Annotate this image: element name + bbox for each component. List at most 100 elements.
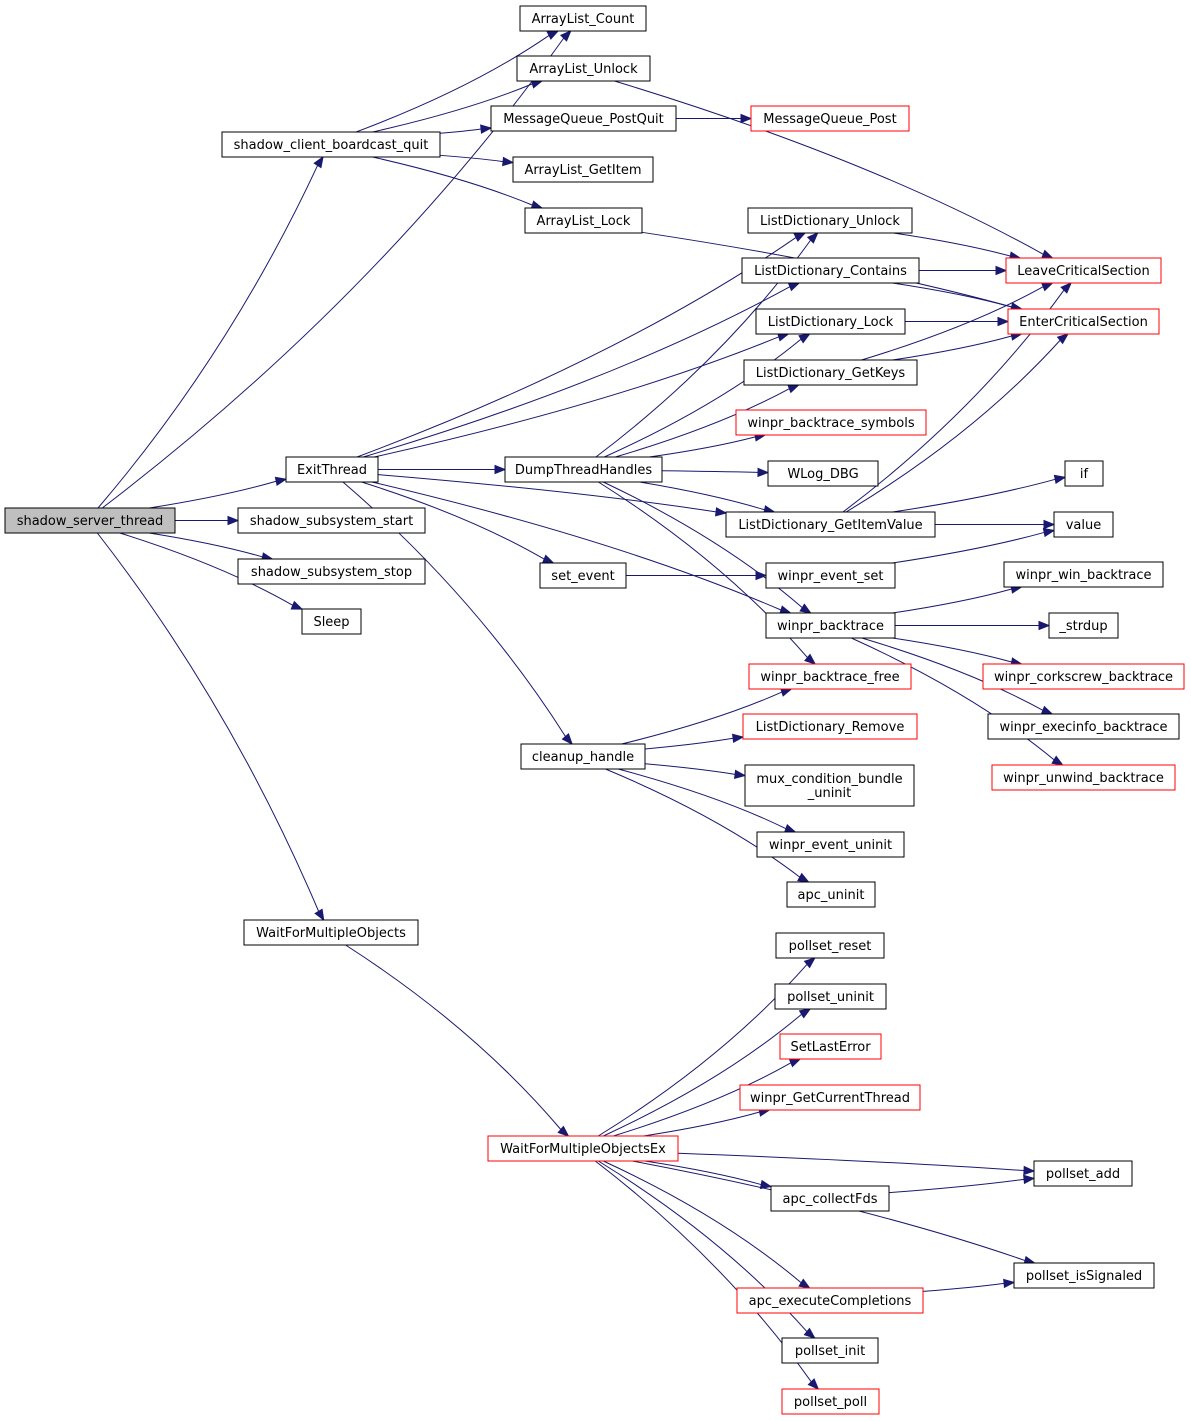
- node-box[interactable]: [1007, 308, 1160, 335]
- node-box[interactable]: [4, 507, 176, 534]
- node-box[interactable]: [786, 881, 876, 908]
- node-box[interactable]: [504, 456, 663, 483]
- node-box[interactable]: [750, 105, 910, 132]
- node-listdictionary-contains[interactable]: ListDictionary_Contains: [741, 257, 920, 284]
- node-set-event[interactable]: set_event: [539, 562, 627, 589]
- node-cleanup-handle[interactable]: cleanup_handle: [520, 743, 646, 770]
- node-apc-collectfds[interactable]: apc_collectFds: [770, 1185, 890, 1212]
- node-winpr-unwind-backtrace[interactable]: winpr_unwind_backtrace: [991, 764, 1176, 791]
- node-wlog-dbg[interactable]: WLog_DBG: [767, 460, 879, 487]
- node-box[interactable]: [221, 131, 441, 158]
- node-winpr-backtrace-free[interactable]: winpr_backtrace_free: [748, 663, 912, 690]
- node-box[interactable]: [237, 558, 426, 585]
- node-box[interactable]: [739, 1084, 921, 1111]
- node-shadow-client-boardcast-quit[interactable]: shadow_client_boardcast_quit: [221, 131, 441, 158]
- node-arraylist-count[interactable]: ArrayList_Count: [519, 5, 647, 32]
- node-box[interactable]: [1003, 561, 1164, 588]
- node-pollset-reset[interactable]: pollset_reset: [775, 932, 885, 959]
- node-box[interactable]: [1005, 257, 1162, 284]
- node-box[interactable]: [991, 764, 1176, 791]
- node-box[interactable]: [490, 105, 677, 132]
- node-box[interactable]: [520, 743, 646, 770]
- node-shadow-subsystem-start[interactable]: shadow_subsystem_start: [237, 507, 426, 534]
- node-exitthread[interactable]: ExitThread: [285, 456, 379, 483]
- node-value[interactable]: value: [1053, 511, 1114, 538]
- node-pollset-init[interactable]: pollset_init: [781, 1337, 879, 1364]
- node-box[interactable]: [779, 1033, 882, 1060]
- node-winpr-win-backtrace[interactable]: winpr_win_backtrace: [1003, 561, 1164, 588]
- node-winpr-event-uninit[interactable]: winpr_event_uninit: [756, 831, 905, 858]
- node-box[interactable]: [765, 562, 896, 589]
- node-shadow-server-thread[interactable]: shadow_server_thread: [4, 507, 176, 534]
- node-if[interactable]: if: [1064, 460, 1104, 487]
- node-box[interactable]: [765, 612, 896, 639]
- node-box[interactable]: [741, 257, 920, 284]
- node-box[interactable]: [519, 5, 647, 32]
- node-listdictionary-lock[interactable]: ListDictionary_Lock: [755, 308, 906, 335]
- node-box[interactable]: [743, 359, 918, 386]
- node-box[interactable]: [774, 983, 887, 1010]
- node-pollset-add[interactable]: pollset_add: [1033, 1160, 1133, 1187]
- node-listdictionary-getkeys[interactable]: ListDictionary_GetKeys: [743, 359, 918, 386]
- node-waitformultipleobjectsex[interactable]: WaitForMultipleObjectsEx: [487, 1135, 679, 1162]
- node-box[interactable]: [237, 507, 426, 534]
- node-box[interactable]: [748, 663, 912, 690]
- node-box[interactable]: [243, 919, 419, 946]
- node-winpr-backtrace-symbols[interactable]: winpr_backtrace_symbols: [735, 409, 927, 436]
- node-winpr-getcurrentthread[interactable]: winpr_GetCurrentThread: [739, 1084, 921, 1111]
- node-box[interactable]: [744, 764, 915, 807]
- node-setlasterror[interactable]: SetLastError: [779, 1033, 882, 1060]
- node-messagequeue-post[interactable]: MessageQueue_Post: [750, 105, 910, 132]
- node-pollset-poll[interactable]: pollset_poll: [781, 1388, 880, 1415]
- node-leavecriticalsection[interactable]: LeaveCriticalSection: [1005, 257, 1162, 284]
- node-box[interactable]: [487, 1135, 679, 1162]
- node-box[interactable]: [512, 156, 654, 183]
- node-entercriticalsection[interactable]: EnterCriticalSection: [1007, 308, 1160, 335]
- node-arraylist-lock[interactable]: ArrayList_Lock: [524, 207, 643, 234]
- node-box[interactable]: [1064, 460, 1104, 487]
- node-box[interactable]: [755, 308, 906, 335]
- node-strdup[interactable]: _strdup: [1048, 612, 1119, 639]
- node-mux-condition-bundle-uninit[interactable]: mux_condition_bundle_uninit: [744, 764, 915, 807]
- node-box[interactable]: [742, 713, 918, 740]
- node-box[interactable]: [982, 663, 1185, 690]
- node-box[interactable]: [770, 1185, 890, 1212]
- node-winpr-event-set[interactable]: winpr_event_set: [765, 562, 896, 589]
- node-box[interactable]: [285, 456, 379, 483]
- node-listdictionary-unlock[interactable]: ListDictionary_Unlock: [747, 207, 913, 234]
- node-box[interactable]: [301, 608, 362, 635]
- node-box[interactable]: [1013, 1262, 1155, 1289]
- node-box[interactable]: [775, 932, 885, 959]
- node-dumpthreadhandles[interactable]: DumpThreadHandles: [504, 456, 663, 483]
- node-box[interactable]: [756, 831, 905, 858]
- node-box[interactable]: [736, 1287, 924, 1314]
- node-arraylist-getitem[interactable]: ArrayList_GetItem: [512, 156, 654, 183]
- node-box[interactable]: [1048, 612, 1119, 639]
- node-box[interactable]: [747, 207, 913, 234]
- node-box[interactable]: [735, 409, 927, 436]
- node-box[interactable]: [1033, 1160, 1133, 1187]
- node-waitformultipleobjects[interactable]: WaitForMultipleObjects: [243, 919, 419, 946]
- node-winpr-backtrace[interactable]: winpr_backtrace: [765, 612, 896, 639]
- node-apc-executecompletions[interactable]: apc_executeCompletions: [736, 1287, 924, 1314]
- node-pollset-issignaled[interactable]: pollset_isSignaled: [1013, 1262, 1155, 1289]
- node-box[interactable]: [539, 562, 627, 589]
- node-box[interactable]: [1053, 511, 1114, 538]
- node-box[interactable]: [781, 1388, 880, 1415]
- node-box[interactable]: [524, 207, 643, 234]
- node-box[interactable]: [725, 511, 936, 538]
- node-listdictionary-getitemvalue[interactable]: ListDictionary_GetItemValue: [725, 511, 936, 538]
- node-arraylist-unlock[interactable]: ArrayList_Unlock: [516, 55, 651, 82]
- node-messagequeue-postquit[interactable]: MessageQueue_PostQuit: [490, 105, 677, 132]
- node-winpr-corkscrew-backtrace[interactable]: winpr_corkscrew_backtrace: [982, 663, 1185, 690]
- node-sleep[interactable]: Sleep: [301, 608, 362, 635]
- node-apc-uninit[interactable]: apc_uninit: [786, 881, 876, 908]
- node-shadow-subsystem-stop[interactable]: shadow_subsystem_stop: [237, 558, 426, 585]
- node-listdictionary-remove[interactable]: ListDictionary_Remove: [742, 713, 918, 740]
- node-box[interactable]: [987, 713, 1180, 740]
- node-pollset-uninit[interactable]: pollset_uninit: [774, 983, 887, 1010]
- node-box[interactable]: [767, 460, 879, 487]
- node-winpr-execinfo-backtrace[interactable]: winpr_execinfo_backtrace: [987, 713, 1180, 740]
- node-box[interactable]: [516, 55, 651, 82]
- node-box[interactable]: [781, 1337, 879, 1364]
